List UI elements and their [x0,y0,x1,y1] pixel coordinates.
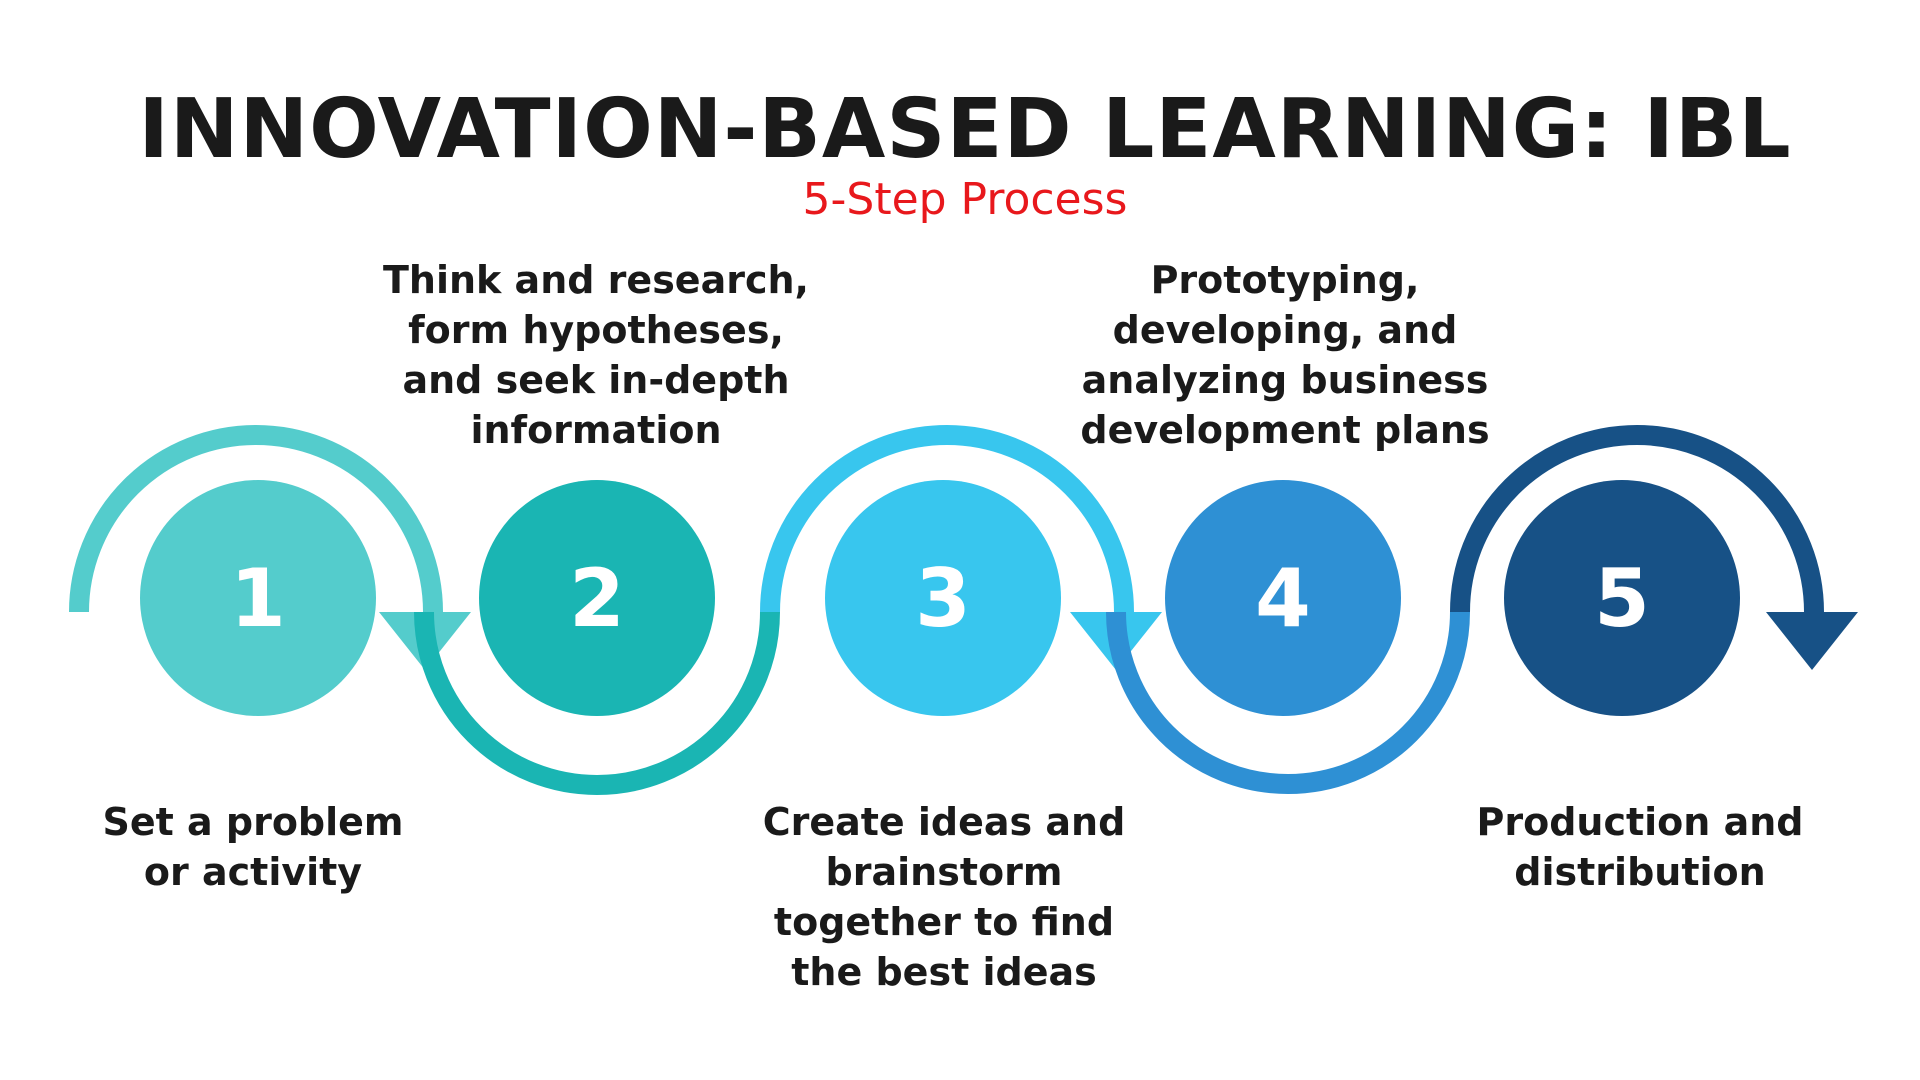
step-2-label-line: Think and research, [383,258,809,302]
arc-step-2 [414,611,780,795]
step-1-label-line: Set a problem [102,800,404,844]
arc-step-4 [1106,611,1470,794]
arc-step-3 [760,425,1134,613]
step-4-label-line: analyzing business [1081,358,1489,402]
step-2-label-line: and seek in-depth [402,358,790,402]
step-1-number: 1 [230,552,286,645]
step-4-number: 4 [1255,552,1311,645]
step-2-label-line: information [470,408,722,452]
arrow-step-5 [1766,612,1858,670]
step-4-circle [1165,480,1401,716]
step-4-label-line: developing, and [1112,308,1458,352]
step-5-number: 5 [1594,552,1650,645]
step-3-label-line: brainstorm [825,850,1063,894]
arc-step-1 [69,425,443,613]
step-4-label: Prototyping, developing, and analyzing b… [1055,255,1515,455]
step-1-label: Set a problem or activity [23,797,483,897]
step-1-label-line: or activity [143,850,363,894]
diagram-subtitle: 5-Step Process [802,174,1128,225]
step-2-label-line: form hypotheses, [408,308,784,352]
diagram-title: INNOVATION-BASED LEARNING: IBL [138,82,1792,177]
step-2-number: 2 [569,552,625,645]
arc-step-5 [1450,425,1824,613]
step-3-label: Create ideas and brainstorm together to … [714,797,1174,997]
step-5-circle [1504,480,1740,716]
step-1-circle [140,480,376,716]
step-5-label: Production and distribution [1410,797,1870,897]
step-3-label-line: Create ideas and [762,800,1126,844]
step-3-circle [825,480,1061,716]
step-5-label-line: Production and [1476,800,1804,844]
step-2-circle [479,480,715,716]
step-5-label-line: distribution [1514,850,1766,894]
step-3-label-line: together to find [773,900,1115,944]
step-3-label-line: the best ideas [791,950,1097,994]
step-4-label-line: development plans [1080,408,1490,452]
step-2-label: Think and research, form hypotheses, and… [366,255,826,455]
step-4-label-line: Prototyping, [1150,258,1420,302]
step-3-number: 3 [915,552,971,645]
